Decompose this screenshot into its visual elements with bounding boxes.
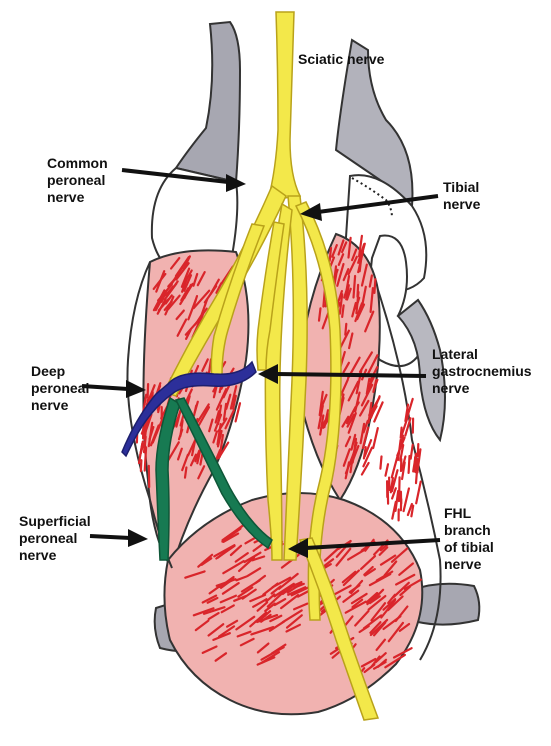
sciatic-nerve	[268, 12, 300, 200]
muscle-fibre-stroke	[388, 482, 389, 504]
muscle-fibre-stroke	[358, 285, 359, 297]
muscle-fibre-stroke	[399, 477, 400, 501]
label-line: of tibial	[444, 539, 494, 556]
label-line: Sciatic nerve	[298, 51, 384, 68]
muscle-fibre-stroke	[141, 442, 143, 454]
muscle-fibre-stroke	[386, 464, 389, 476]
muscle-fibre-stroke	[330, 248, 331, 261]
arrow-deep-peroneal	[82, 380, 146, 398]
label-line: branch	[444, 522, 494, 539]
label-line: nerve	[47, 189, 108, 206]
arrow-superficial-peroneal	[90, 529, 148, 547]
muscle-fibre-stroke	[404, 489, 409, 512]
muscle-fibre-stroke	[416, 454, 417, 472]
muscle-fibre-stroke	[345, 324, 346, 335]
muscle-fibre-stroke	[141, 460, 142, 471]
label-tibial-nerve: Tibial nerve	[443, 179, 480, 213]
label-line: nerve	[432, 380, 532, 397]
label-line: Tibial	[443, 179, 480, 196]
muscle-fibre-stroke	[374, 279, 375, 293]
muscle-fibre-stroke	[380, 457, 381, 469]
label-sciatic-nerve: Sciatic nerve	[298, 51, 384, 68]
label-line: FHL	[444, 505, 494, 522]
muscle-fibre-stroke	[373, 428, 378, 448]
label-fhl-branch: FHL branch of tibial nerve	[444, 505, 494, 573]
label-line: Common	[47, 155, 108, 172]
label-line: nerve	[444, 556, 494, 573]
muscle-fibre-stroke	[148, 384, 149, 398]
label-line: peroneal	[19, 530, 91, 547]
label-line: Lateral	[432, 346, 532, 363]
label-line: Deep	[31, 363, 89, 380]
muscle-fibre-stroke	[418, 444, 419, 456]
label-line: nerve	[31, 397, 89, 414]
muscle-fibre-stroke	[411, 445, 413, 459]
label-line: Superficial	[19, 513, 91, 530]
femur-left	[176, 22, 240, 182]
label-line: nerve	[443, 196, 480, 213]
label-line: peroneal	[47, 172, 108, 189]
label-lateral-gastrocnemius-nerve: Lateral gastrocnemius nerve	[432, 346, 532, 397]
label-common-peroneal-nerve: Common peroneal nerve	[47, 155, 108, 206]
label-superficial-peroneal-nerve: Superficial peroneal nerve	[19, 513, 91, 564]
label-line: peroneal	[31, 380, 89, 397]
label-deep-peroneal-nerve: Deep peroneal nerve	[31, 363, 89, 414]
muscle-fibre-stroke	[319, 308, 321, 320]
muscle-fibre-stroke	[342, 305, 343, 317]
muscle-fibre-stroke	[416, 482, 421, 504]
label-line: nerve	[19, 547, 91, 564]
muscle-fibre-stroke	[401, 428, 402, 438]
muscle-fibre-stroke	[409, 456, 410, 473]
muscle-fibre-stroke	[185, 468, 186, 478]
label-line: gastrocnemius	[432, 363, 532, 380]
